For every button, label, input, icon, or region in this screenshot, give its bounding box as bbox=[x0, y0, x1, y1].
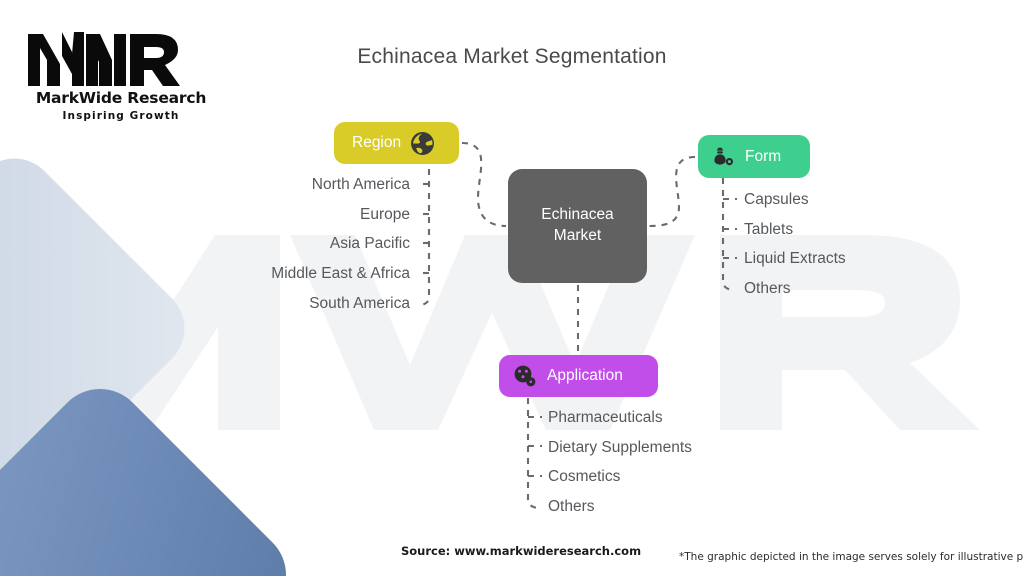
leaf-form-1: Tablets bbox=[744, 221, 794, 238]
leaf-form-0: Capsules bbox=[744, 191, 809, 208]
branch-badge-form[interactable]: Form bbox=[698, 135, 810, 178]
leaf-application-0: Pharmaceuticals bbox=[548, 409, 663, 426]
brand-logo: MarkWide Research Inspiring Growth bbox=[26, 30, 216, 122]
brand-tagline: Inspiring Growth bbox=[62, 110, 180, 122]
center-node: Echinacea Market bbox=[508, 169, 647, 283]
capsule-flower-icon bbox=[712, 145, 736, 169]
decor-shape-dark bbox=[0, 369, 306, 576]
application-spine bbox=[526, 398, 538, 510]
leaf-application-1: Dietary Supplements bbox=[548, 439, 692, 456]
leaf-region-2: Asia Pacific bbox=[329, 235, 410, 252]
flower-cluster-icon bbox=[512, 363, 538, 389]
leaf-application-3: Others bbox=[548, 498, 595, 515]
form-spine bbox=[721, 178, 733, 292]
branch-label-region: Region bbox=[352, 134, 402, 152]
branch-label-application: Application bbox=[547, 367, 623, 385]
page-title: Echinacea Market Segmentation bbox=[357, 45, 667, 68]
decor-shape-light-1 bbox=[0, 141, 202, 516]
leaf-region-3: Middle East & Africa bbox=[271, 265, 410, 282]
connector-form-to-center bbox=[648, 155, 696, 228]
leaf-region-1: Europe bbox=[360, 206, 410, 223]
leaf-region-4: South America bbox=[309, 295, 410, 312]
disclaimer-text: *The graphic depicted in the image serve… bbox=[679, 551, 1024, 563]
leaf-form-3: Others bbox=[744, 280, 791, 297]
leaf-form-2: Liquid Extracts bbox=[744, 250, 846, 267]
source-text: Source: www.markwideresearch.com bbox=[401, 544, 642, 558]
brand-name: MarkWide Research bbox=[35, 89, 207, 107]
branch-label-form: Form bbox=[745, 147, 782, 165]
region-spine bbox=[420, 145, 431, 307]
leaf-application-2: Cosmetics bbox=[548, 468, 621, 485]
branch-badge-application[interactable]: Application bbox=[499, 355, 658, 397]
globe-icon bbox=[410, 131, 435, 156]
mwr-monogram-icon bbox=[28, 32, 180, 86]
branch-badge-region[interactable]: Region bbox=[334, 122, 459, 164]
decor-shape-light-2 bbox=[0, 200, 140, 540]
connector-region-to-center bbox=[461, 141, 507, 228]
center-node-line2: Market bbox=[553, 227, 602, 244]
center-node-line1: Echinacea bbox=[541, 206, 614, 224]
leaf-region-0: North America bbox=[311, 176, 410, 193]
